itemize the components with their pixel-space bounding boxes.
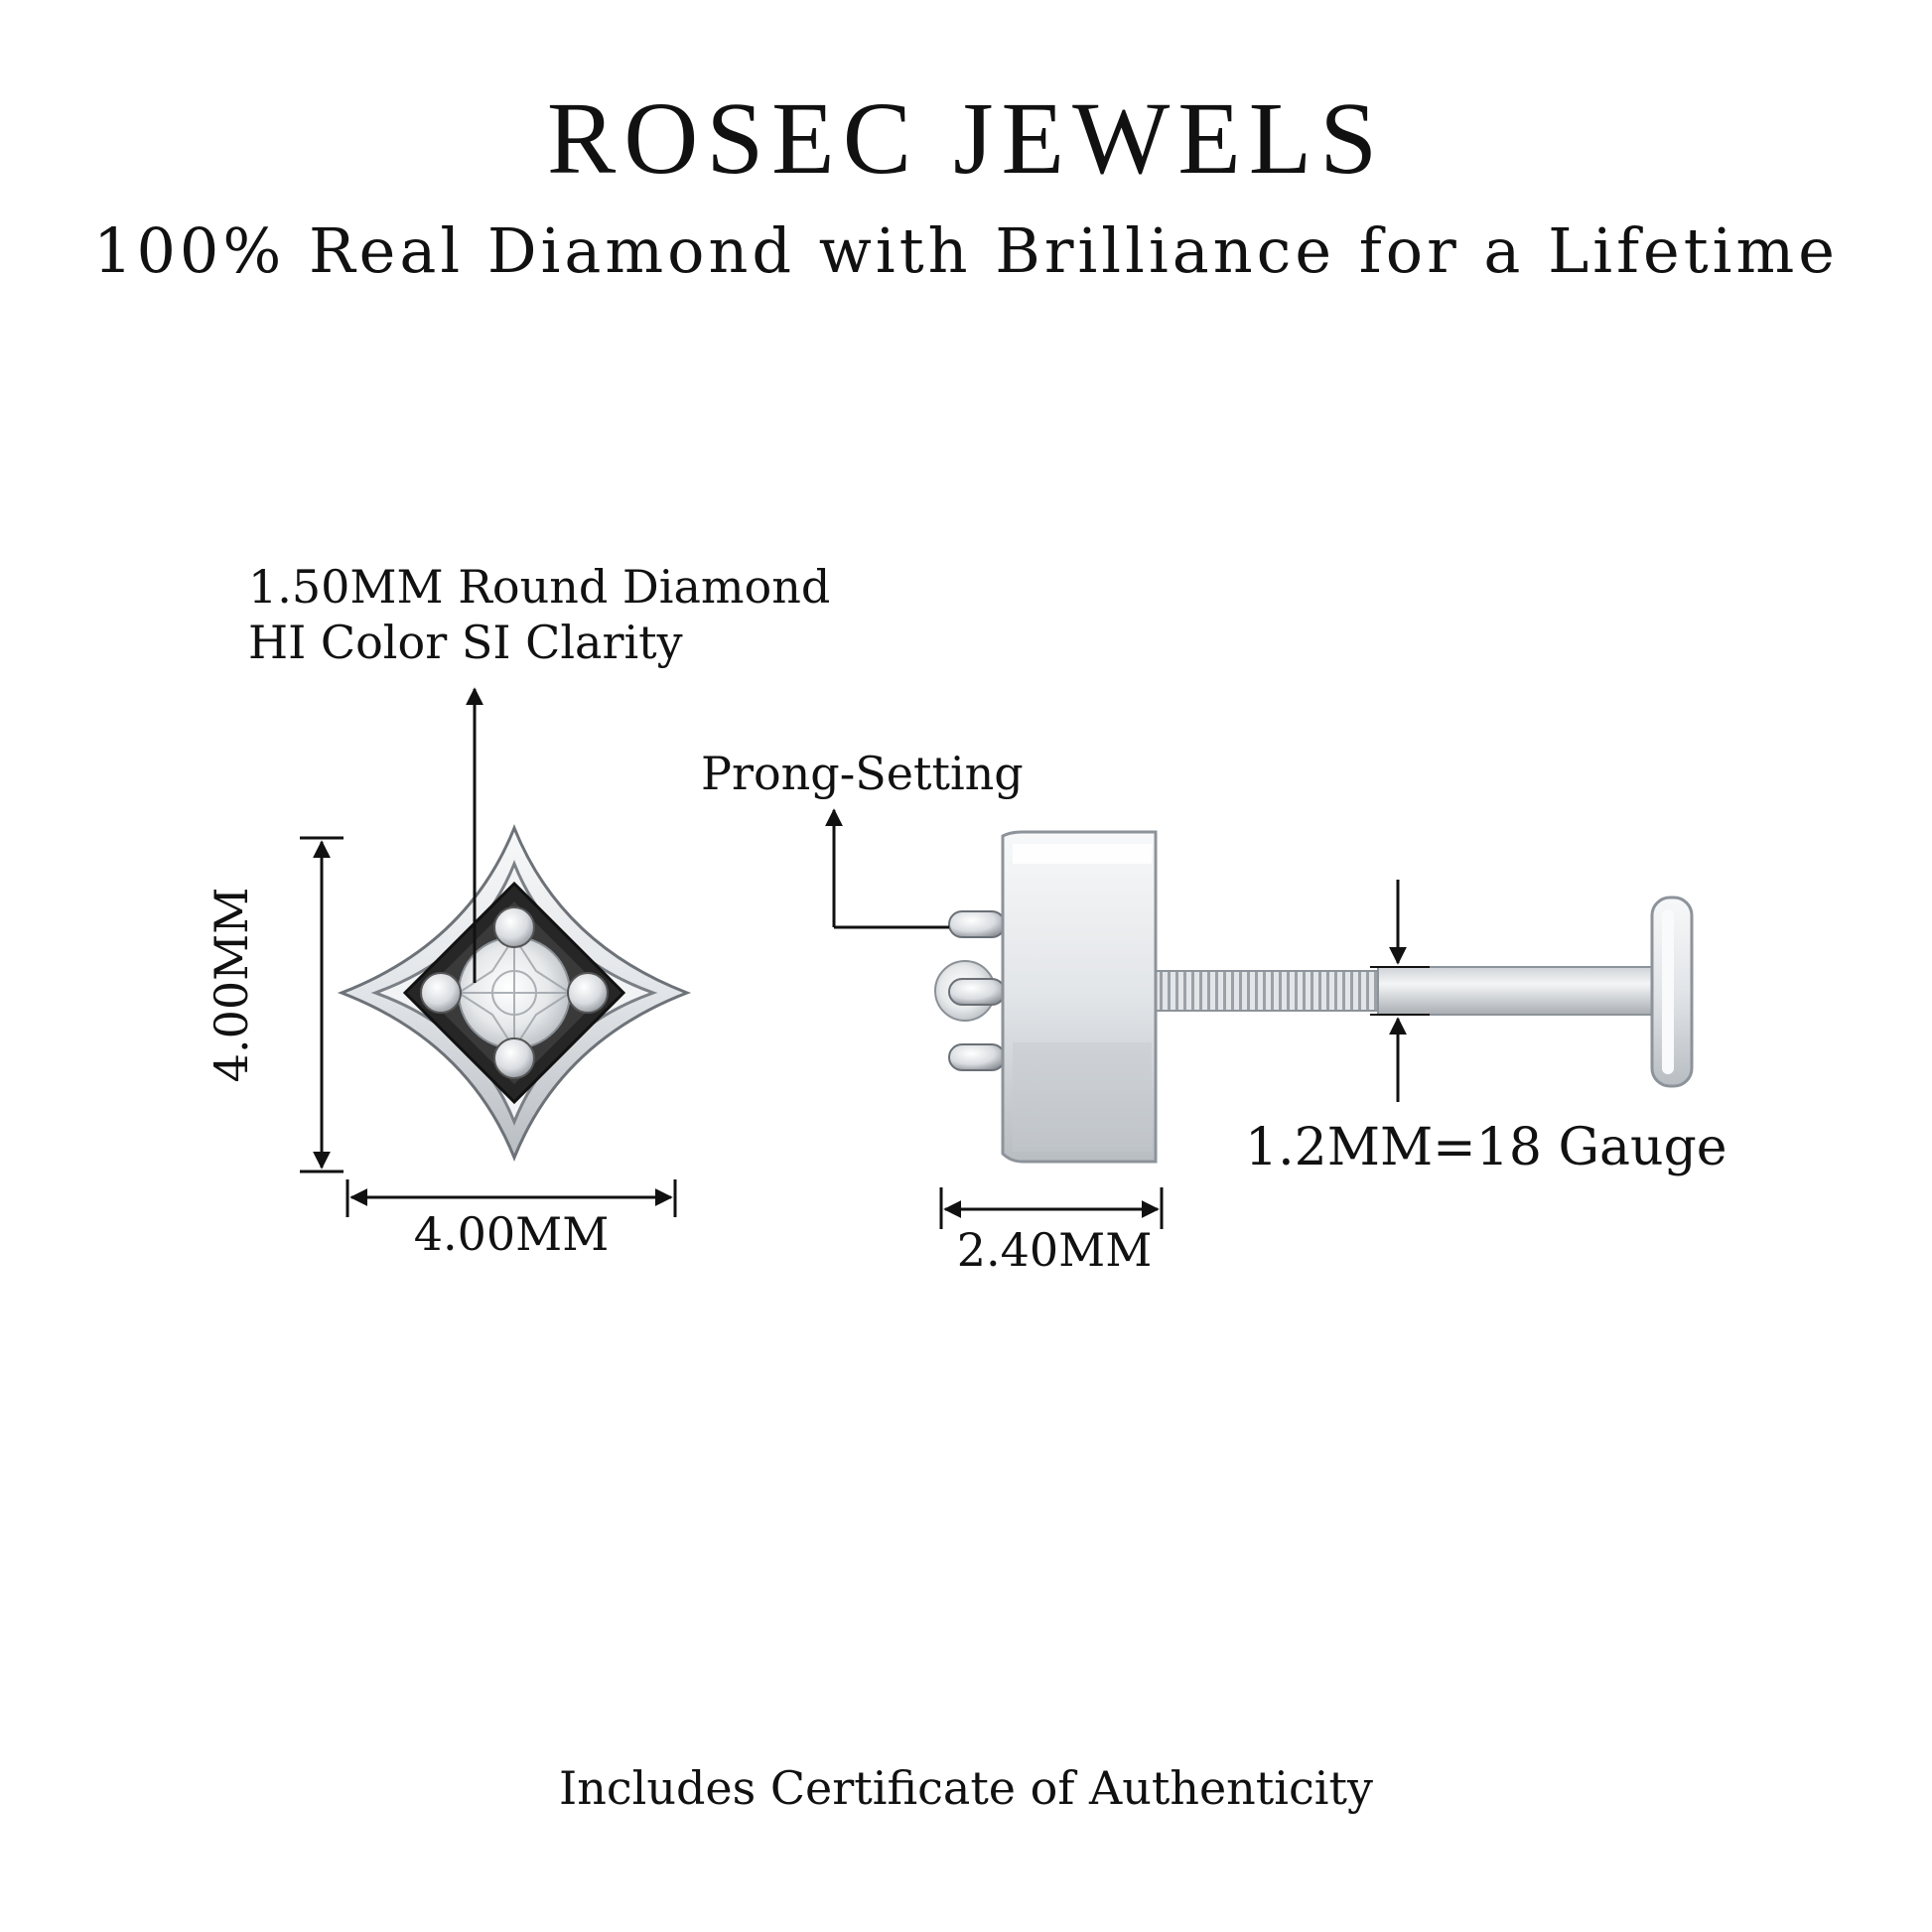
top-width-label: 4.00MM <box>413 1207 610 1261</box>
head-body <box>1001 830 1158 1164</box>
stone-size-label: 1.50MM Round Diamond <box>248 560 831 614</box>
brand-title: ROSEC JEWELS <box>546 81 1386 196</box>
prong-left <box>420 972 462 1014</box>
prong-top <box>493 906 535 948</box>
certificate-note: Includes Certificate of Authenticity <box>559 1761 1373 1815</box>
top-view-stud <box>337 823 692 1163</box>
side-width-label: 2.40MM <box>956 1223 1153 1277</box>
tagline: 100% Real Diamond with Brilliance for a … <box>93 214 1839 287</box>
prong-middle <box>948 978 1006 1006</box>
stone-quality-label: HI Color SI Clarity <box>248 616 683 669</box>
prong-bottom <box>493 1037 535 1079</box>
labret-shaft <box>1377 966 1667 1016</box>
prong-right <box>567 972 609 1014</box>
top-height-label: 4.00MM <box>205 887 258 1083</box>
prong-lower <box>948 1043 1006 1071</box>
side-view-stud <box>934 830 1694 1164</box>
gauge-label: 1.2MM=18 Gauge <box>1245 1118 1727 1177</box>
prong-upper <box>948 910 1006 938</box>
side-view-dimensions <box>825 808 1430 1229</box>
top-view-dimensions <box>300 687 677 1217</box>
threaded-post <box>1151 970 1383 1012</box>
prong-setting-label: Prong-Setting <box>701 747 1024 800</box>
